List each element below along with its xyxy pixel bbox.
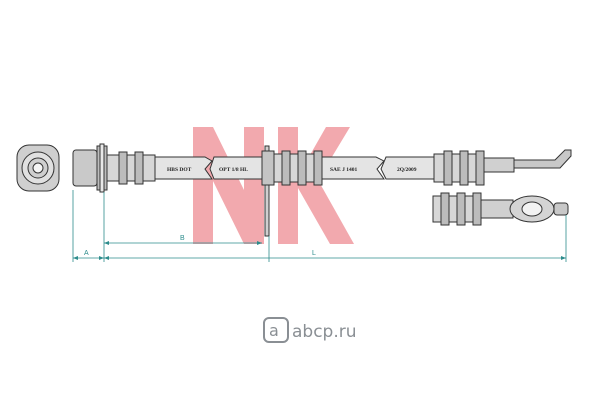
hose-marking-3: SAE J 1401 [330, 167, 357, 173]
dimension-arrows [73, 241, 566, 260]
mounting-bracket [264, 145, 270, 237]
dimension-label-a: A [84, 250, 89, 257]
dimension-lines [72, 190, 567, 262]
bent-tube-end [513, 149, 572, 169]
fitting-end-view [16, 144, 60, 192]
hose-marking-1: HBS DOT [167, 167, 192, 173]
watermark-icon-glyph: a [269, 321, 279, 340]
nk-logo-letter-n [193, 127, 264, 244]
watermark-text: аbcp.ru [292, 322, 357, 342]
watermark: a аbcp.ru [263, 317, 357, 343]
hose-marking-4: 2Q/2009 [397, 167, 417, 173]
dimension-label-l: L [312, 250, 316, 257]
banjo-fitting [432, 192, 569, 226]
brake-hose-assembly [72, 143, 572, 237]
dimension-label-b: B [180, 235, 185, 242]
hose-marking-2: OPT 1/8 HL [219, 167, 248, 173]
left-nut [72, 149, 98, 187]
